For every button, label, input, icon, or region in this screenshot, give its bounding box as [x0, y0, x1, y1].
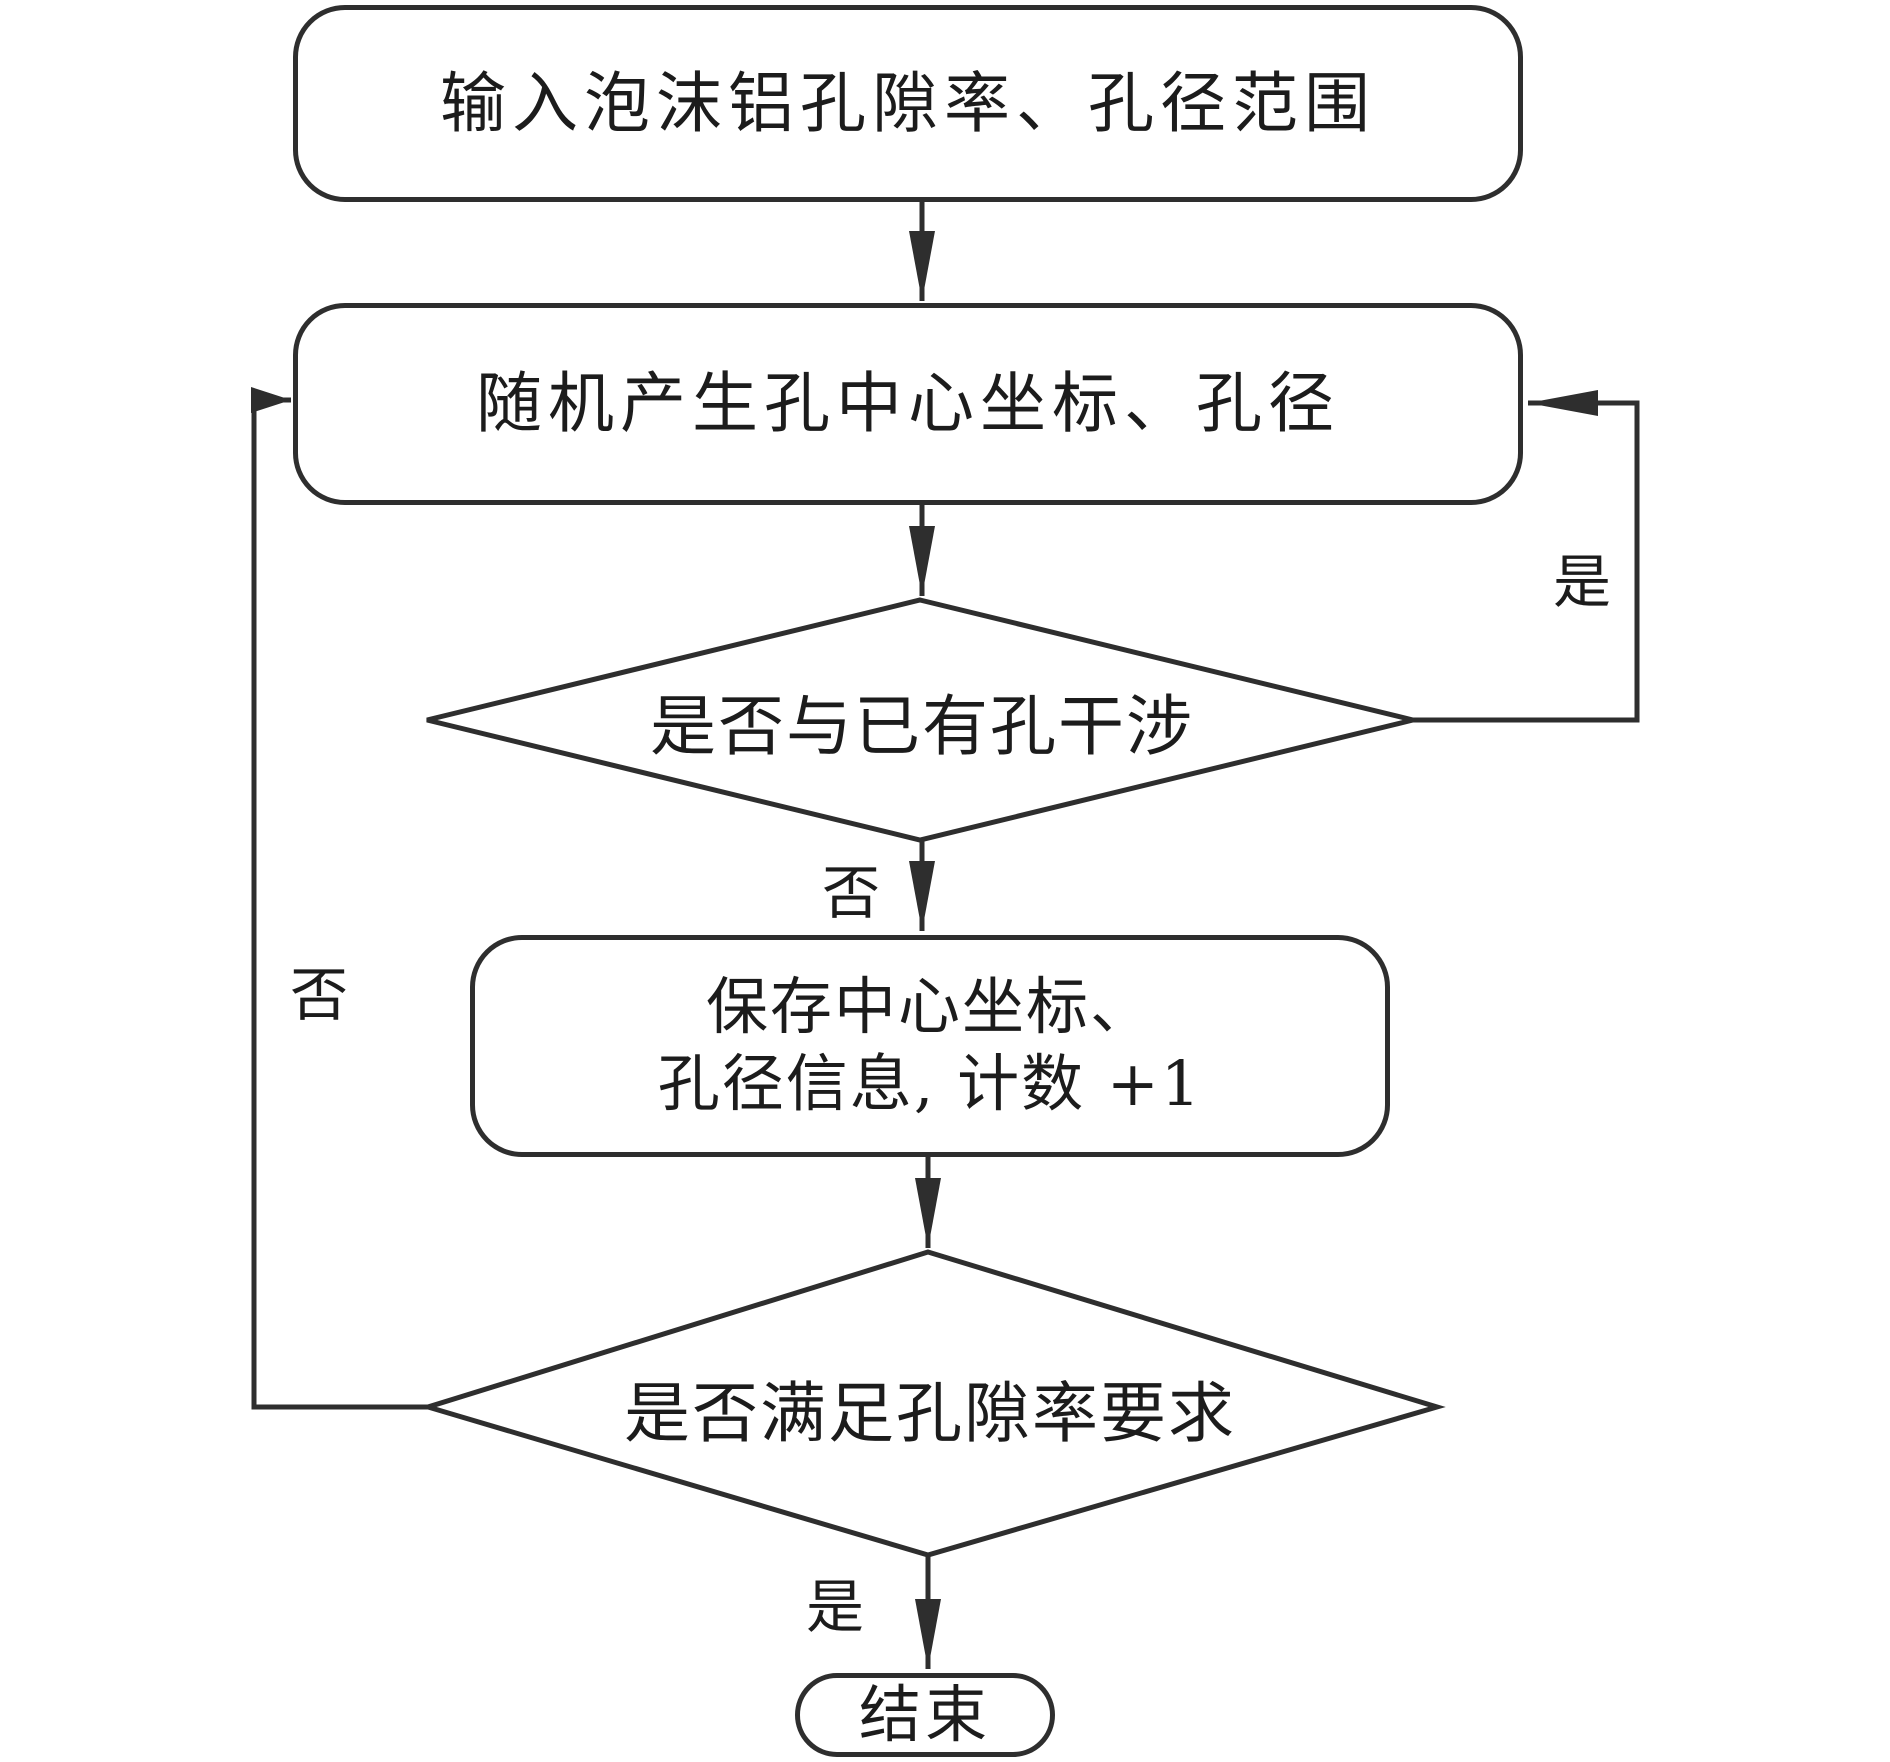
node-end: 结束	[795, 1673, 1055, 1757]
edge-interference-yes-loop	[1413, 389, 1640, 723]
node-save-label: 保存中心坐标、 孔径信息, 计数 +1	[658, 969, 1203, 1123]
node-save-line1: 保存中心坐标、	[705, 970, 1154, 1044]
edge-label-interference-no: 否	[821, 859, 881, 927]
node-generate-label: 随机产生孔中心坐标、孔径	[476, 365, 1340, 443]
node-generate: 随机产生孔中心坐标、孔径	[293, 303, 1523, 505]
decision-porosity-label: 是否满足孔隙率要求	[624, 1375, 1236, 1452]
edge-label-porosity-no: 否	[289, 961, 349, 1029]
node-input-label: 输入泡沫铝孔隙率、孔径范围	[440, 64, 1376, 142]
decision-porosity-shape	[419, 1249, 1446, 1558]
node-input: 输入泡沫铝孔隙率、孔径范围	[293, 5, 1523, 202]
edge-label-porosity-yes: 是	[805, 1573, 865, 1641]
node-save-line2: 孔径信息, 计数 +1	[657, 1047, 1203, 1120]
edge-label-interference-yes: 是	[1552, 548, 1612, 616]
node-save: 保存中心坐标、 孔径信息, 计数 +1	[470, 935, 1390, 1157]
edge-porosity-no-loop	[251, 387, 428, 1410]
node-end-label: 结束	[858, 1677, 991, 1751]
decision-interference-label: 是否与已有孔干涉	[650, 688, 1194, 765]
decision-interference-shape	[426, 597, 1414, 843]
